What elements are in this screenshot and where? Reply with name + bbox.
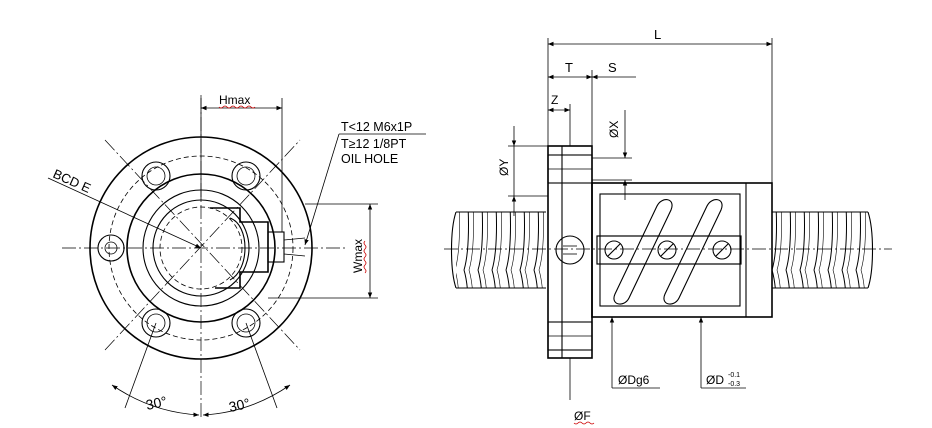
return-tube-cover — [599, 193, 741, 307]
screw-thread-left — [456, 212, 546, 288]
F-label: ØF — [574, 409, 591, 423]
oil-note-line-2: T≥12 1/8PT — [341, 137, 407, 151]
return-tube-curve — [229, 217, 246, 281]
tube-clamp-plate — [596, 235, 742, 265]
bolt-hole-bottom-right-inner — [236, 313, 256, 333]
nut-body — [591, 182, 773, 318]
bcd-label: BCD E — [51, 166, 94, 196]
clamp-screw-2 — [657, 240, 677, 260]
bolt-holes — [97, 161, 261, 338]
T-label: T — [565, 60, 573, 75]
side-view: L T S Z ØX ØY ØDg6 ØD -0.1 -0.3 — [444, 27, 892, 425]
D-tolerance-lower: -0.3 — [728, 381, 740, 388]
tube-clamp-plate-front — [596, 235, 742, 265]
wmax-label: Wmax — [351, 239, 365, 273]
return-tube-2 — [663, 199, 723, 305]
oil-hole-fitting — [267, 231, 285, 263]
Dg6-label: ØDg6 — [618, 373, 650, 387]
bolt-hole-bottom-left-inner — [146, 313, 166, 333]
angle-arc-right — [202, 384, 291, 417]
D-tolerance-upper: -0.1 — [728, 372, 740, 379]
oil-hole-line-2 — [283, 253, 306, 257]
hmax-label: Hmax — [219, 93, 250, 107]
X-label: ØX — [607, 121, 621, 138]
oil-hole-line-1 — [283, 237, 306, 241]
clamp-screw-1 — [604, 240, 624, 260]
oil-note-line-1: T<12 M6x1P — [341, 120, 412, 134]
L-label: L — [654, 27, 661, 42]
return-tubes — [596, 199, 742, 305]
bcd-leader — [47, 177, 202, 249]
angle-left-label: 30° — [144, 393, 168, 413]
screw-left-break — [451, 211, 457, 289]
bolt-hole-top-right-inner — [236, 166, 256, 186]
bolt-hole-top-left — [141, 161, 171, 191]
oil-hole-leader — [304, 133, 340, 246]
return-tube-block — [210, 207, 306, 289]
bolt-hole-top-right — [231, 161, 261, 191]
S-label: S — [608, 60, 617, 75]
F-underline — [573, 421, 595, 425]
screw-thread-right — [772, 212, 868, 288]
screw-thread-right-edges — [772, 211, 868, 289]
wmax-underline — [363, 240, 367, 274]
clamp-screw-3-slot — [715, 243, 729, 257]
clamp-screw-3 — [712, 240, 732, 260]
Z-label: Z — [551, 93, 558, 107]
angle-ext-right — [245, 322, 278, 409]
bolt-hole-bottom-left — [141, 308, 171, 338]
nut-flange — [547, 145, 593, 359]
oil-note-line-3: OIL HOLE — [341, 152, 398, 166]
clamp-screw-1-slot — [607, 243, 621, 257]
bolt-hole-left — [97, 234, 125, 262]
return-tube-1 — [613, 199, 673, 305]
clamp-screws — [604, 240, 732, 260]
Y-label: ØY — [497, 159, 511, 176]
bolt-hole-bottom-right — [231, 308, 261, 338]
screw-thread-left-edges — [456, 211, 546, 289]
flange-oil-hole — [555, 235, 585, 265]
screw-root-circle — [159, 206, 243, 290]
hmax-underline — [218, 105, 256, 109]
bolt-hole-left-inner — [104, 241, 118, 255]
bolt-hole-top-left-inner — [146, 166, 166, 186]
screw-right-break — [867, 211, 873, 289]
angle-right-label: 30° — [227, 395, 251, 415]
angle-arc-left — [111, 384, 200, 417]
clamp-screw-2-slot — [660, 243, 674, 257]
D-label: ØD — [706, 373, 724, 387]
diagonal-centerline-b — [104, 139, 301, 351]
end-view: Hmax Wmax BCD E T<12 M6x1P T≥12 1/8PT OI… — [47, 93, 426, 420]
